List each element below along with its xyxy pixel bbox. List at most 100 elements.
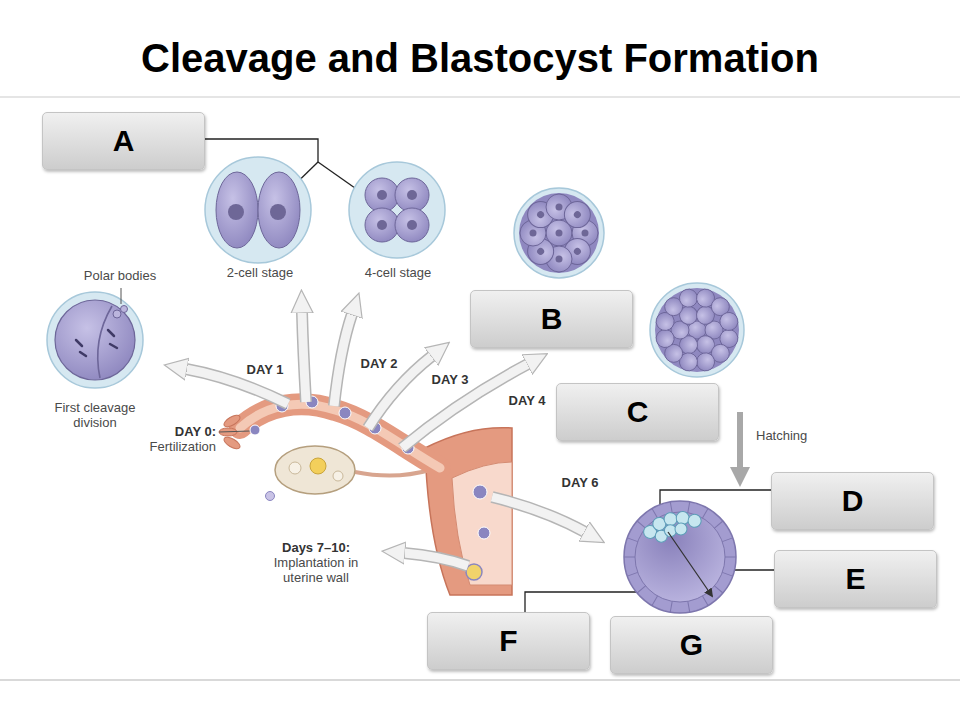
morula-figure: [536, 210, 546, 220]
blastocyst-figure: [688, 502, 690, 513]
uterus-figure: [250, 425, 260, 435]
zygote-figure: [55, 300, 135, 380]
blastocyst-figure: [722, 538, 732, 542]
morula-figure: [654, 287, 740, 373]
blastocyst-figure: [627, 572, 637, 576]
morula-figure: [556, 256, 563, 263]
morula-figure: [650, 283, 744, 377]
four-cell-embryo: [377, 190, 387, 200]
blastocyst-figure: [714, 586, 722, 593]
zygote-figure: [113, 310, 121, 318]
morula-figure: [536, 246, 546, 256]
leader-line: [205, 139, 774, 612]
label-box: G: [610, 616, 773, 674]
day-label: Days 7–10:: [262, 540, 370, 555]
morula-figure: [514, 188, 604, 278]
zygote-figure: [108, 330, 114, 336]
stage-arrow: [492, 497, 585, 532]
label-box: E: [774, 550, 937, 608]
uterus-figure: [275, 446, 355, 494]
uterus-figure: [466, 564, 482, 580]
blastocyst-figure: [675, 523, 687, 535]
zygote-figure: [98, 306, 112, 378]
morula-figure: [572, 210, 582, 220]
blastocyst-figure: [624, 501, 736, 613]
zygote-figure: [47, 288, 143, 388]
blastocyst-figure: [641, 511, 703, 545]
four-cell-embryo: [395, 208, 429, 242]
morula-figure: [530, 204, 589, 263]
four-cell-embryo: [349, 162, 445, 258]
event-label: Fertilization: [130, 439, 216, 454]
two-cell-embryo: [216, 172, 258, 248]
blastocyst-figure: [637, 586, 645, 593]
two-cell-embryo: [228, 204, 244, 220]
zygote-figure: [76, 330, 117, 356]
blastocyst-figure: [688, 601, 690, 612]
morula-figure: [519, 193, 599, 273]
slide-rule: [0, 97, 960, 680]
day-label: DAY 4: [505, 393, 549, 408]
callout-letter: G: [680, 628, 703, 662]
blastocyst-figure: [703, 596, 709, 606]
day-label: DAY 1: [242, 362, 288, 377]
morula-figure: [559, 196, 596, 233]
zygote-figure: [110, 344, 117, 348]
blastocyst-figure: [624, 501, 736, 613]
morula-figure: [556, 204, 563, 211]
morula-figure: [718, 310, 740, 332]
label-box: D: [771, 472, 934, 530]
callout-letter: B: [541, 302, 563, 336]
stage-arrow: [186, 312, 740, 566]
blastocyst-figure: [652, 509, 658, 519]
callout-letter: D: [842, 484, 864, 518]
stage-label: 4-cell stage: [353, 265, 443, 280]
uterus-figure: [289, 462, 301, 474]
stage-label: 2-cell stage: [215, 265, 305, 280]
morula-figure: [650, 283, 744, 377]
zygote-figure: [80, 352, 86, 356]
blastocyst-figure: [637, 521, 645, 528]
stage-arrow: [334, 314, 352, 406]
label-box: B: [470, 290, 633, 348]
four-cell-embryo: [365, 208, 399, 242]
two-cell-embryo: [205, 157, 311, 263]
event-label: Hatching: [756, 428, 836, 443]
blastocyst-figure: [627, 538, 637, 542]
morula-figure: [520, 194, 598, 272]
uterus-figure: [222, 413, 242, 429]
blastocyst-figure: [703, 509, 709, 519]
callout-letter: F: [499, 624, 517, 658]
blastocyst-figure: [670, 502, 672, 513]
uterus-figure: [219, 431, 250, 432]
blastocyst-figure: [714, 521, 722, 528]
four-cell-embryo: [365, 178, 399, 212]
morula-figure: [582, 230, 589, 237]
four-cell-embryo: [395, 178, 429, 212]
zygote-figure: [47, 292, 143, 388]
morula-figure: [530, 230, 537, 237]
slide-title: Cleavage and Blastocyst Formation: [0, 34, 960, 82]
morula-figure: [556, 230, 563, 237]
uterus-figure: [266, 492, 275, 501]
uterus-figure: [339, 407, 351, 419]
morula-figure: [572, 246, 582, 256]
two-cell-embryo: [270, 204, 286, 220]
day-label: DAY 3: [428, 372, 472, 387]
event-label: Implantation in uterine wall: [262, 555, 370, 585]
four-cell-embryo: [349, 162, 445, 258]
stage-arrow: [334, 314, 352, 406]
blastocyst-figure: [725, 557, 736, 558]
stage-arrow: [737, 412, 743, 468]
label-box: A: [42, 112, 205, 170]
two-cell-embryo: [258, 172, 300, 248]
label-box: F: [427, 612, 590, 670]
blastocyst-figure: [686, 512, 703, 529]
blastocyst-figure: [668, 532, 712, 596]
zygote-figure: [76, 340, 82, 346]
zygote-figure: [121, 288, 122, 304]
blastocyst-figure: [652, 596, 658, 606]
stage-arrow: [302, 312, 306, 402]
day-label: DAY 6: [558, 475, 602, 490]
uterus-figure: [478, 527, 490, 539]
